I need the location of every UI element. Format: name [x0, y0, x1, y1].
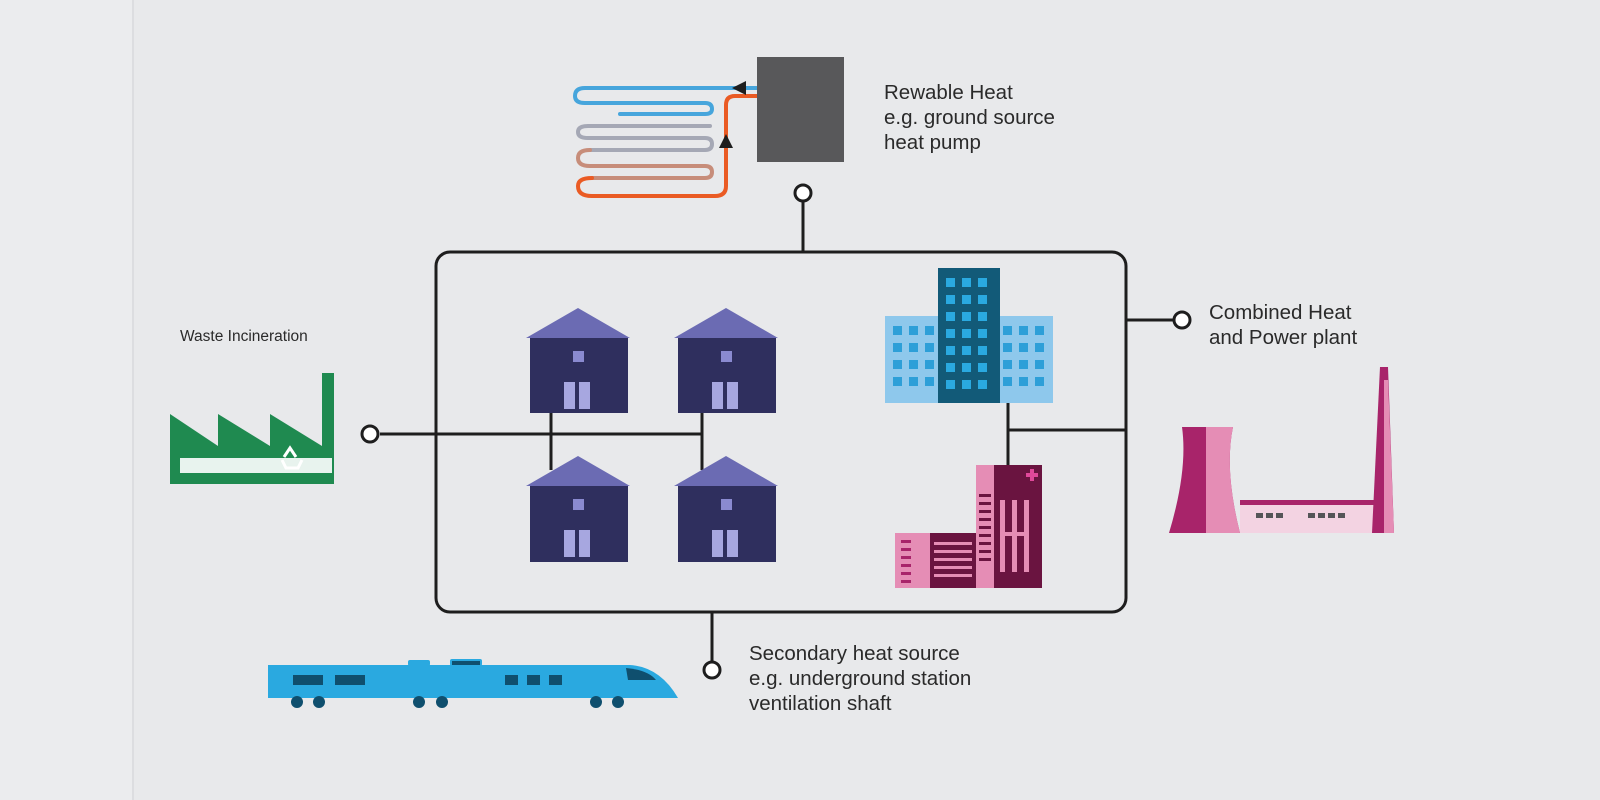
chp-title-cont: and Power plant [1209, 326, 1358, 349]
train-icon [268, 659, 678, 708]
waste-incineration-label: Waste Incineration [180, 328, 308, 346]
renewable-heat-label: Rewable Heat e.g. ground source heat pum… [884, 80, 1055, 155]
waste-incineration-factory-icon [170, 373, 334, 484]
left-margin-panel [0, 0, 134, 800]
chp-title: Combined Heat [1209, 301, 1352, 324]
connection-nodes [360, 183, 1192, 680]
secondary-heat-example-cont: ventilation shaft [749, 692, 892, 715]
power-plant-icon [1169, 367, 1394, 533]
renewable-heat-title: Rewable Heat [884, 81, 1013, 104]
chp-label: Combined Heat and Power plant [1209, 300, 1357, 350]
hospital-icon [895, 465, 1042, 588]
house-icon [674, 308, 778, 413]
secondary-heat-example: e.g. underground station [749, 667, 972, 690]
recycle-icon [280, 445, 304, 470]
ground-source-heat-pump-icon [572, 57, 844, 198]
secondary-heat-label: Secondary heat source e.g. underground s… [749, 641, 971, 716]
heat-network-boundary [434, 250, 1128, 614]
node-secondary [702, 660, 722, 680]
renewable-heat-example: e.g. ground source [884, 106, 1055, 129]
node-renewable [793, 183, 813, 203]
network-connectors [380, 200, 1174, 662]
house-icon [526, 456, 630, 562]
waste-incineration-title: Waste Incineration [180, 328, 308, 345]
house-icon [674, 456, 778, 562]
node-waste [360, 424, 380, 444]
secondary-heat-title: Secondary heat source [749, 642, 960, 665]
node-chp [1172, 310, 1192, 330]
renewable-heat-example-cont: heat pump [884, 131, 981, 154]
office-building-icon [885, 268, 1053, 403]
house-icon [526, 308, 630, 413]
